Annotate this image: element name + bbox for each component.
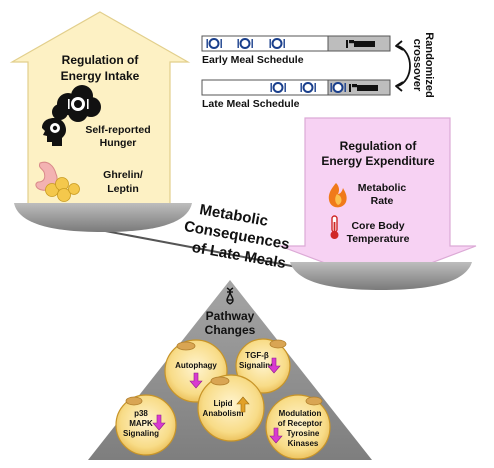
hormone-label-line1: Ghrelin/	[103, 169, 143, 181]
core-temp-line2: Temperature	[347, 233, 410, 245]
late-schedule-label: Late Meal Schedule	[202, 98, 300, 110]
metabolic-rate-line1: Metabolic	[358, 182, 407, 194]
thought-cloud-icon	[52, 85, 101, 133]
flame-icon	[328, 183, 347, 208]
early-schedule-bar	[201, 35, 391, 52]
crossover-label-line1: Randomized	[423, 32, 435, 97]
tgf-label-line1: TGF-β	[245, 351, 269, 360]
left-scale-pan	[14, 203, 192, 232]
tgf-beta-cell: TGF-β Signaling	[235, 338, 291, 394]
bed-icon	[346, 40, 375, 48]
right-scale-pan	[290, 262, 472, 290]
meal-icon	[237, 38, 253, 49]
p38-label-line2: MAPK	[129, 419, 153, 428]
tgf-label-line2: Signaling	[239, 361, 275, 370]
lipid-label-line2: Anabolism	[203, 409, 244, 418]
hunger-label-line1: Self-reported	[85, 124, 150, 136]
meal-icon	[269, 38, 285, 49]
autophagy-label: Autophagy	[175, 361, 217, 370]
pathway-title-line1: Pathway	[206, 309, 255, 323]
crossover-arrow-icon	[395, 40, 411, 92]
stomach-fat-icon	[35, 161, 80, 202]
expenditure-title-line2: Energy Expenditure	[321, 154, 435, 168]
hormone-label-line2: Leptin	[107, 183, 139, 195]
hunger-label-line2: Hunger	[100, 137, 137, 149]
arrow-up-icon	[236, 396, 250, 413]
meal-icon	[330, 82, 346, 93]
lipid-anabolism-cell: Lipid Anabolism	[197, 374, 265, 442]
p38-label-line3: Signaling	[123, 429, 159, 438]
bed-icon	[349, 84, 378, 92]
meal-icon	[206, 38, 222, 49]
metabolic-rate-line2: Rate	[371, 195, 394, 207]
mod-label-line2: of Receptor	[278, 419, 322, 428]
meal-icon	[300, 82, 316, 93]
intake-title-line1: Regulation of	[62, 53, 140, 67]
receptor-kinase-cell: Modulation of Receptor Tyrosine Kinases	[265, 394, 331, 460]
arrow-down-icon	[267, 357, 281, 374]
p38-mapk-cell: p38 MAPK Signaling	[115, 394, 177, 456]
head-brain-icon	[42, 118, 66, 146]
dna-icon	[226, 287, 234, 305]
arrow-down-icon	[269, 427, 283, 444]
crossover-label-line2: crossover	[411, 39, 423, 92]
intake-title-line2: Energy Intake	[61, 69, 140, 83]
arrow-down-icon	[152, 414, 166, 431]
expenditure-title-line1: Regulation of	[340, 139, 418, 153]
mod-label-line4: Kinases	[288, 439, 319, 448]
pathway-title-line2: Changes	[205, 323, 256, 337]
thermometer-icon	[330, 215, 339, 239]
mod-label-line3: Tyrosine	[287, 429, 320, 438]
early-schedule-label: Early Meal Schedule	[202, 54, 304, 66]
lipid-label-line1: Lipid	[213, 399, 232, 408]
mod-label-line1: Modulation	[279, 409, 322, 418]
core-temp-line1: Core Body	[351, 220, 404, 232]
late-schedule-bar	[201, 79, 391, 96]
meal-icon	[270, 82, 286, 93]
p38-label-line1: p38	[134, 409, 148, 418]
arrow-down-icon	[189, 372, 203, 389]
